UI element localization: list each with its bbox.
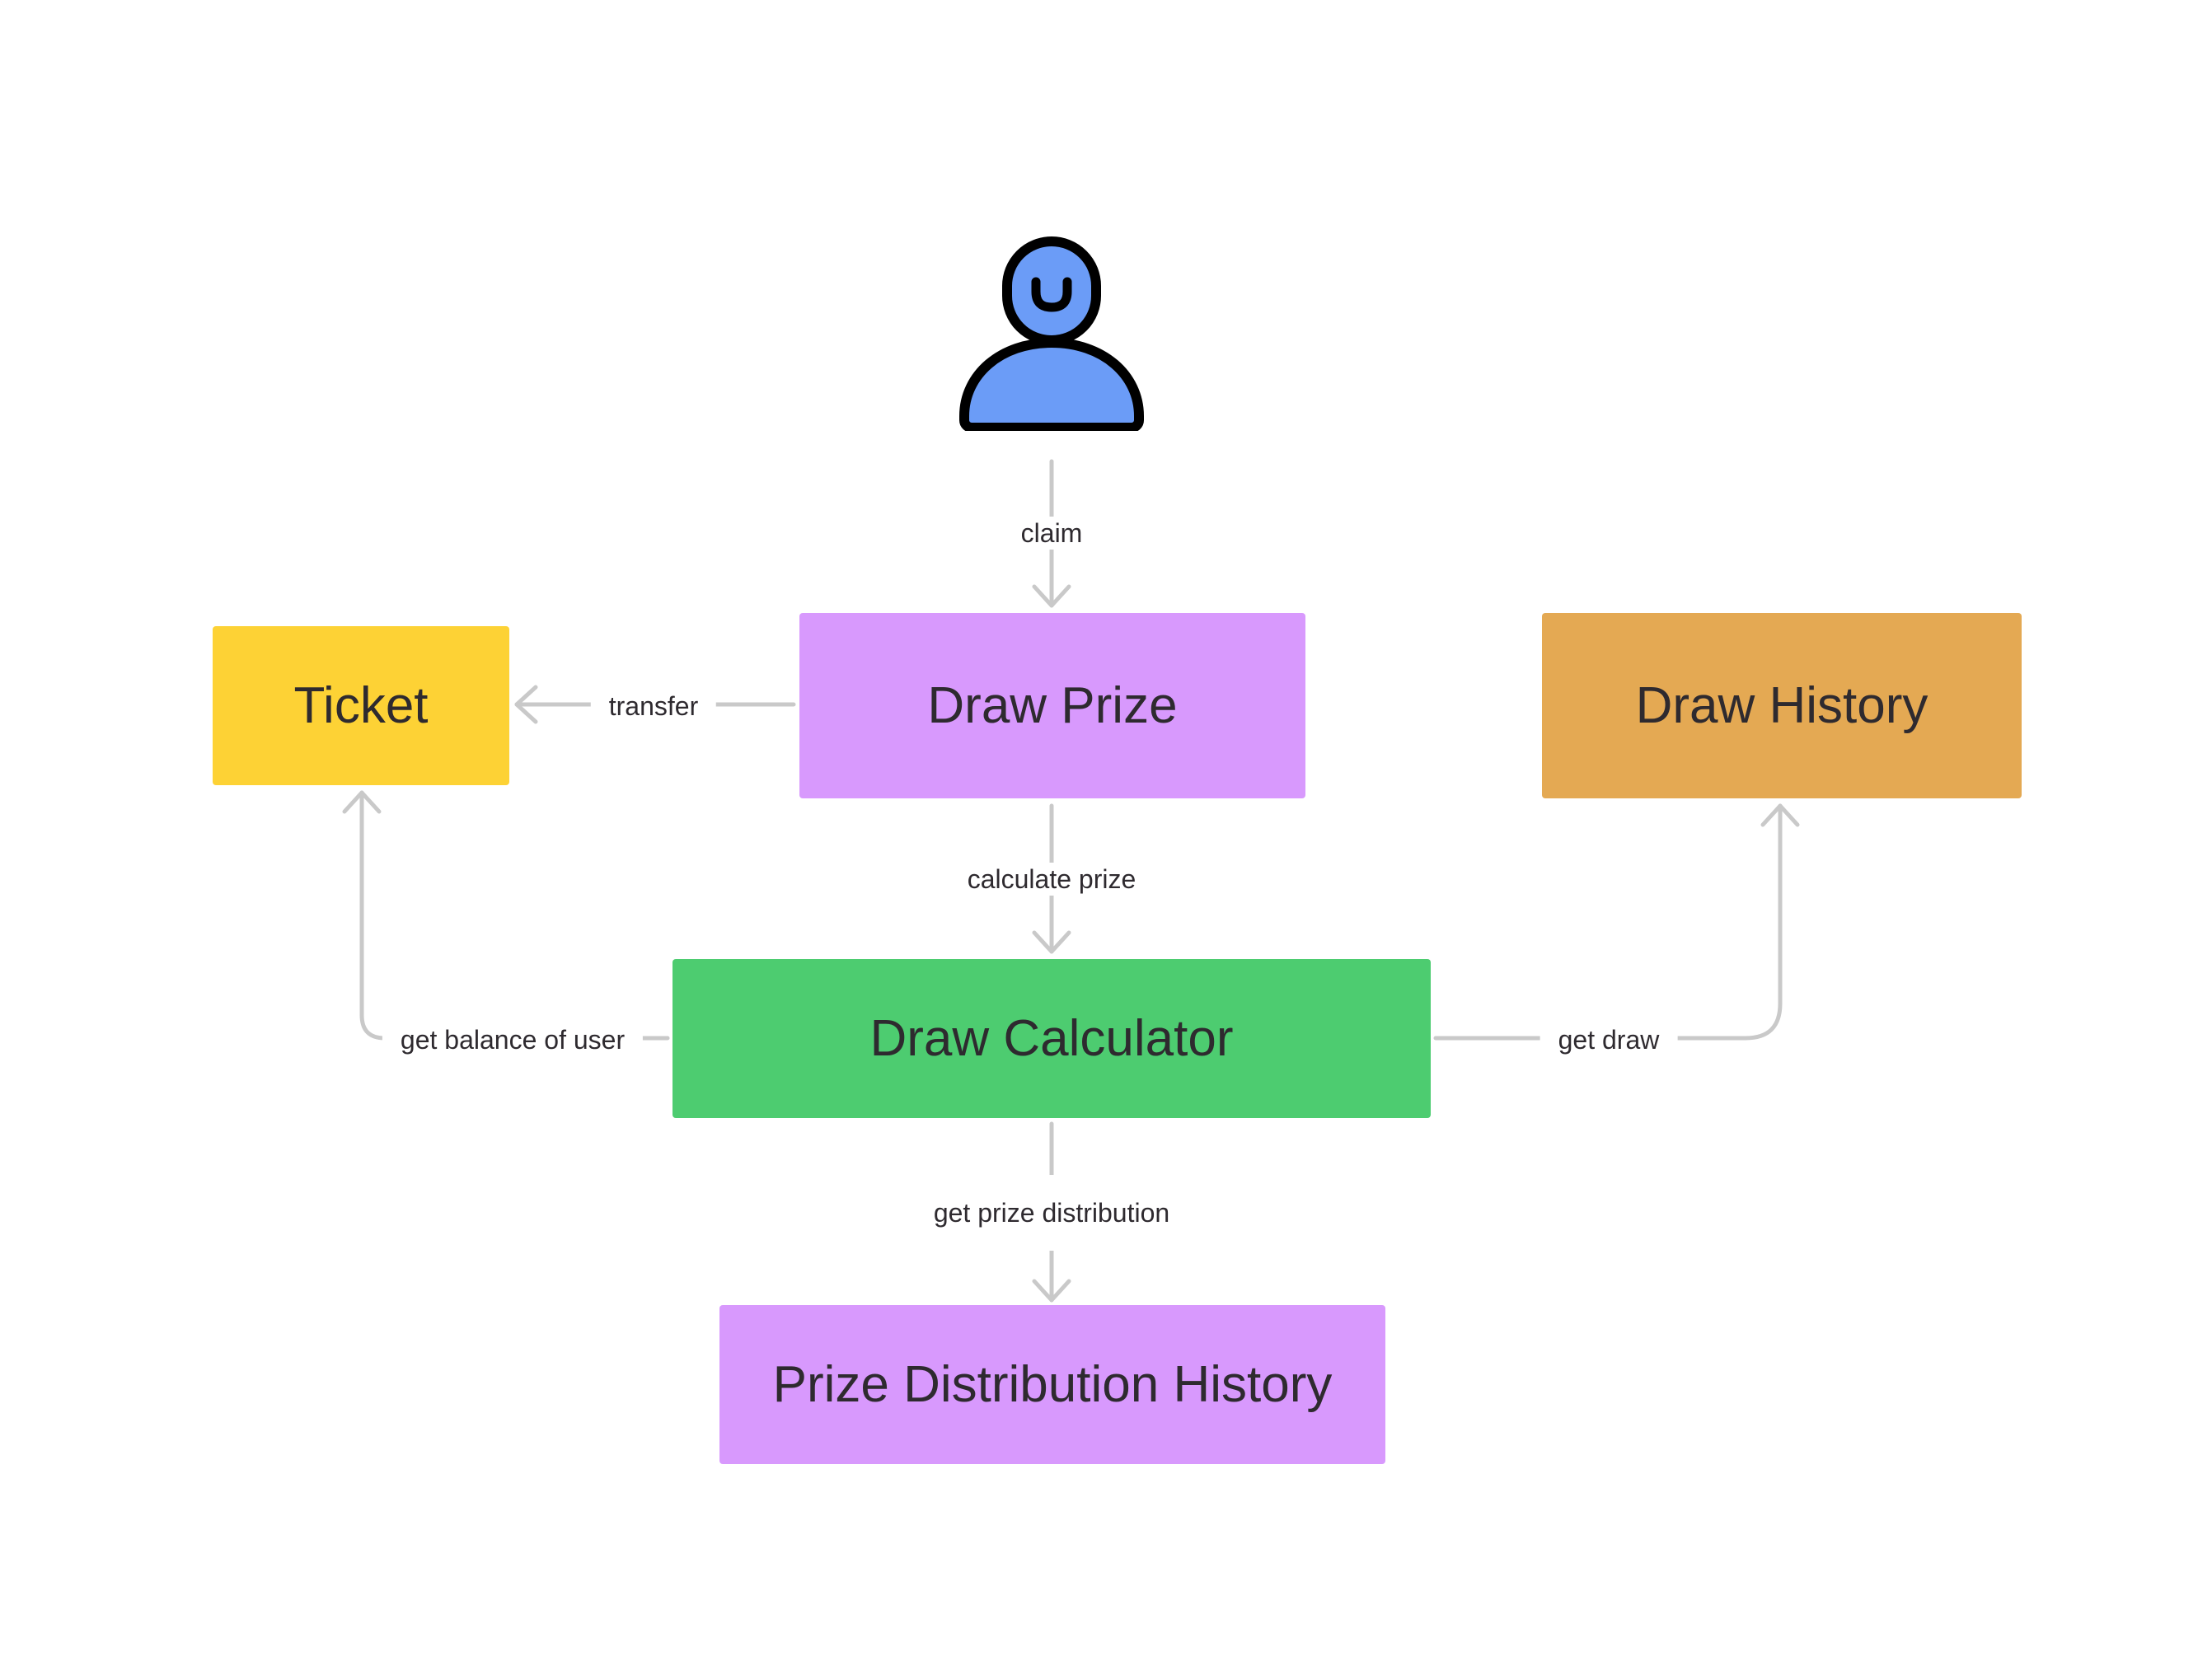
draw-calculator-box: Draw Calculator (673, 959, 1431, 1118)
edge-label-get-draw: get draw (1539, 1023, 1678, 1056)
user-icon (959, 236, 1144, 431)
edge-label-transfer: transfer (590, 690, 717, 723)
edge-get-balance (342, 790, 670, 1041)
ticket-box: Ticket (213, 626, 509, 785)
prize-distribution-history-label: Prize Distribution History (772, 1356, 1333, 1413)
draw-history-box: Draw History (1542, 613, 2022, 798)
ticket-label: Ticket (293, 677, 429, 734)
draw-prize-label: Draw Prize (927, 677, 1178, 734)
draw-calculator-label: Draw Calculator (869, 1010, 1234, 1067)
edge-get-draw (1433, 803, 1800, 1041)
edge-label-get-prize-distribution: get prize distribution (923, 1175, 1180, 1251)
draw-history-label: Draw History (1635, 677, 1928, 734)
edge-label-claim: claim (1010, 517, 1093, 550)
edge-label-calculate-prize: calculate prize (957, 863, 1146, 896)
draw-prize-box: Draw Prize (799, 613, 1305, 798)
edge-label-get-balance: get balance of user (382, 1023, 644, 1056)
prize-distribution-history-box: Prize Distribution History (719, 1305, 1385, 1464)
